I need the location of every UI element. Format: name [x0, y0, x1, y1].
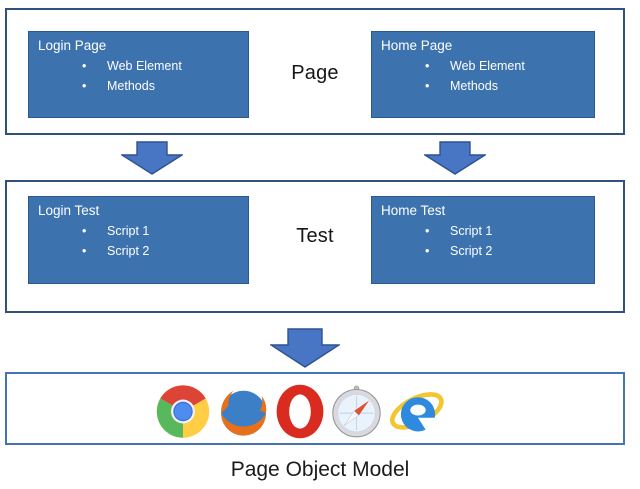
login-test-title: Login Test — [38, 203, 100, 218]
browser-icons-row — [154, 374, 449, 440]
diagram-caption: Page Object Model — [230, 458, 410, 481]
login-test-box: Login Test Script 1 Script 2 — [28, 196, 249, 284]
safari-icon — [329, 383, 384, 440]
home-test-title: Home Test — [381, 203, 446, 218]
home-test-box: Home Test Script 1 Script 2 — [371, 196, 595, 284]
firefox-icon — [215, 383, 271, 440]
login-page-item: Web Element — [29, 56, 248, 76]
page-tier-label: Page — [291, 62, 339, 84]
home-page-item: Web Element — [372, 56, 594, 76]
down-arrow-icon — [268, 328, 342, 368]
browsers-container — [5, 372, 625, 445]
test-tier-label: Test — [296, 225, 334, 247]
home-test-item: Script 2 — [372, 241, 594, 261]
down-arrow-icon — [422, 141, 488, 175]
home-test-item: Script 1 — [372, 221, 594, 241]
test-tier-container: Login Test Script 1 Script 2 Test Home T… — [5, 180, 625, 313]
page-tier-container: Login Page Web Element Methods Page Home… — [5, 8, 625, 135]
login-page-box: Login Page Web Element Methods — [28, 31, 249, 118]
home-page-item: Methods — [372, 76, 594, 96]
internet-explorer-icon — [387, 383, 449, 440]
down-arrow-icon — [119, 141, 185, 175]
login-page-item: Methods — [29, 76, 248, 96]
login-test-item: Script 2 — [29, 241, 248, 261]
login-test-item: Script 1 — [29, 221, 248, 241]
opera-icon — [274, 383, 326, 440]
chrome-icon — [154, 383, 212, 440]
login-page-title: Login Page — [38, 38, 107, 53]
home-page-box: Home Page Web Element Methods — [371, 31, 595, 118]
home-page-title: Home Page — [381, 38, 453, 53]
